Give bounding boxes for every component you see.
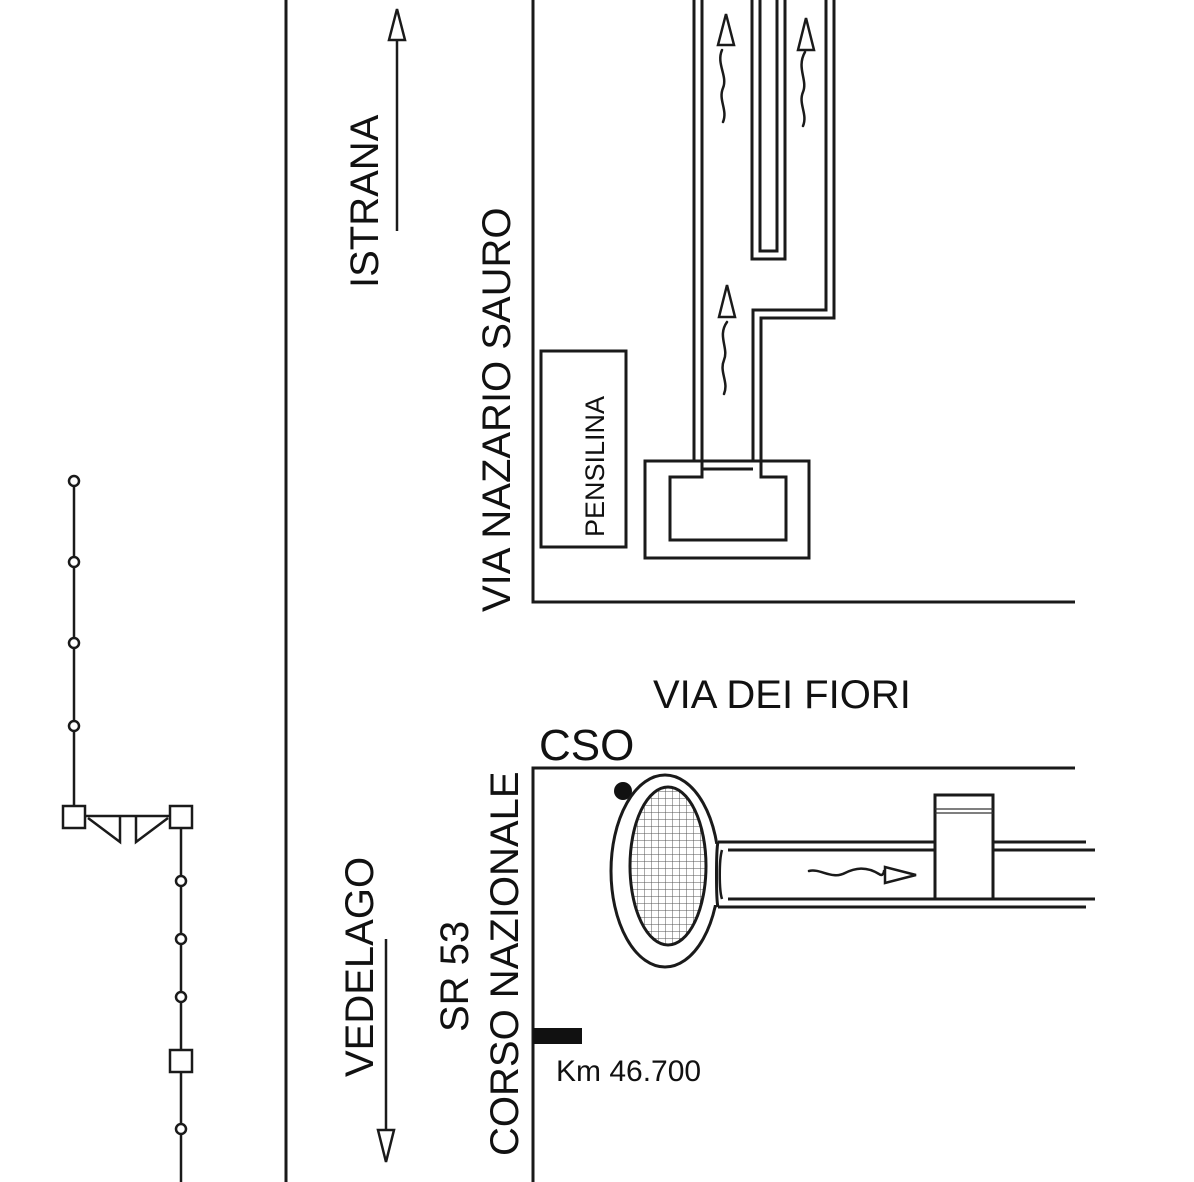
node-square (168, 1048, 194, 1074)
oval-filter-basin (609, 773, 1095, 969)
basin-inner (668, 470, 788, 542)
node-square (168, 804, 194, 830)
arrow-down-icon (376, 1128, 396, 1163)
label-cso: CSO (539, 721, 634, 770)
km-marker-bar (533, 1028, 582, 1044)
label-via-dei-fiori: VIA DEI FIORI (653, 673, 911, 717)
basin-outer (643, 459, 811, 560)
node-circle (67, 555, 81, 569)
node-square (61, 804, 87, 830)
u-channel-outer (750, 0, 787, 261)
triangle-left (87, 816, 122, 845)
direction-vedelago: VEDELAGO (338, 857, 396, 1163)
basin (643, 459, 811, 560)
flow-arrow-up-icon (716, 13, 736, 47)
label-sr53: SR 53 (433, 921, 477, 1032)
channel-system-north (692, 0, 836, 471)
u-channel-inner (758, 0, 779, 253)
flow-wave (807, 867, 886, 877)
channel-wall-right-inner (759, 0, 836, 470)
node-circle (67, 636, 81, 650)
label-vedelago: VEDELAGO (338, 857, 382, 1077)
flow-arrow-right-icon (883, 865, 917, 885)
flow-wave (721, 320, 729, 396)
node-circle (67, 719, 81, 733)
node-circle (67, 474, 81, 488)
schematic-line-symbol (61, 474, 194, 1182)
block-north-boundary (531, 0, 1075, 604)
arrow-up-icon (387, 8, 407, 42)
node-circle (174, 932, 188, 946)
label-istrana: ISTRANA (343, 114, 387, 288)
sampling-chamber (933, 793, 995, 901)
node-circle (174, 1122, 188, 1136)
channel-wall-right-outer (751, 0, 828, 461)
label-corso-nazionale: CORSO NAZIONALE (483, 771, 527, 1156)
node-circle (174, 990, 188, 1004)
label-via-nazario-sauro: VIA NAZARIO SAURO (475, 207, 519, 612)
direction-istrana: ISTRANA (343, 8, 407, 288)
pensilina: PENSILINA (539, 349, 628, 549)
pipe-mouth-edge (718, 849, 724, 900)
pipe-mouth-edge (715, 841, 720, 908)
chamber-box (933, 793, 995, 901)
label-pensilina: PENSILINA (580, 396, 610, 537)
flow-arrow-up-icon (796, 17, 816, 52)
flow-wave (800, 50, 807, 128)
label-km-marker: Km 46.700 (556, 1055, 701, 1088)
node-circle (174, 874, 188, 888)
filter-grid (630, 787, 706, 945)
flow-wave (719, 48, 726, 124)
flow-arrow-up-icon (717, 284, 737, 319)
triangle-right (134, 816, 169, 845)
discharge-point-dot (614, 782, 632, 800)
oval-inner (628, 785, 708, 947)
pensilina-box (539, 349, 628, 549)
